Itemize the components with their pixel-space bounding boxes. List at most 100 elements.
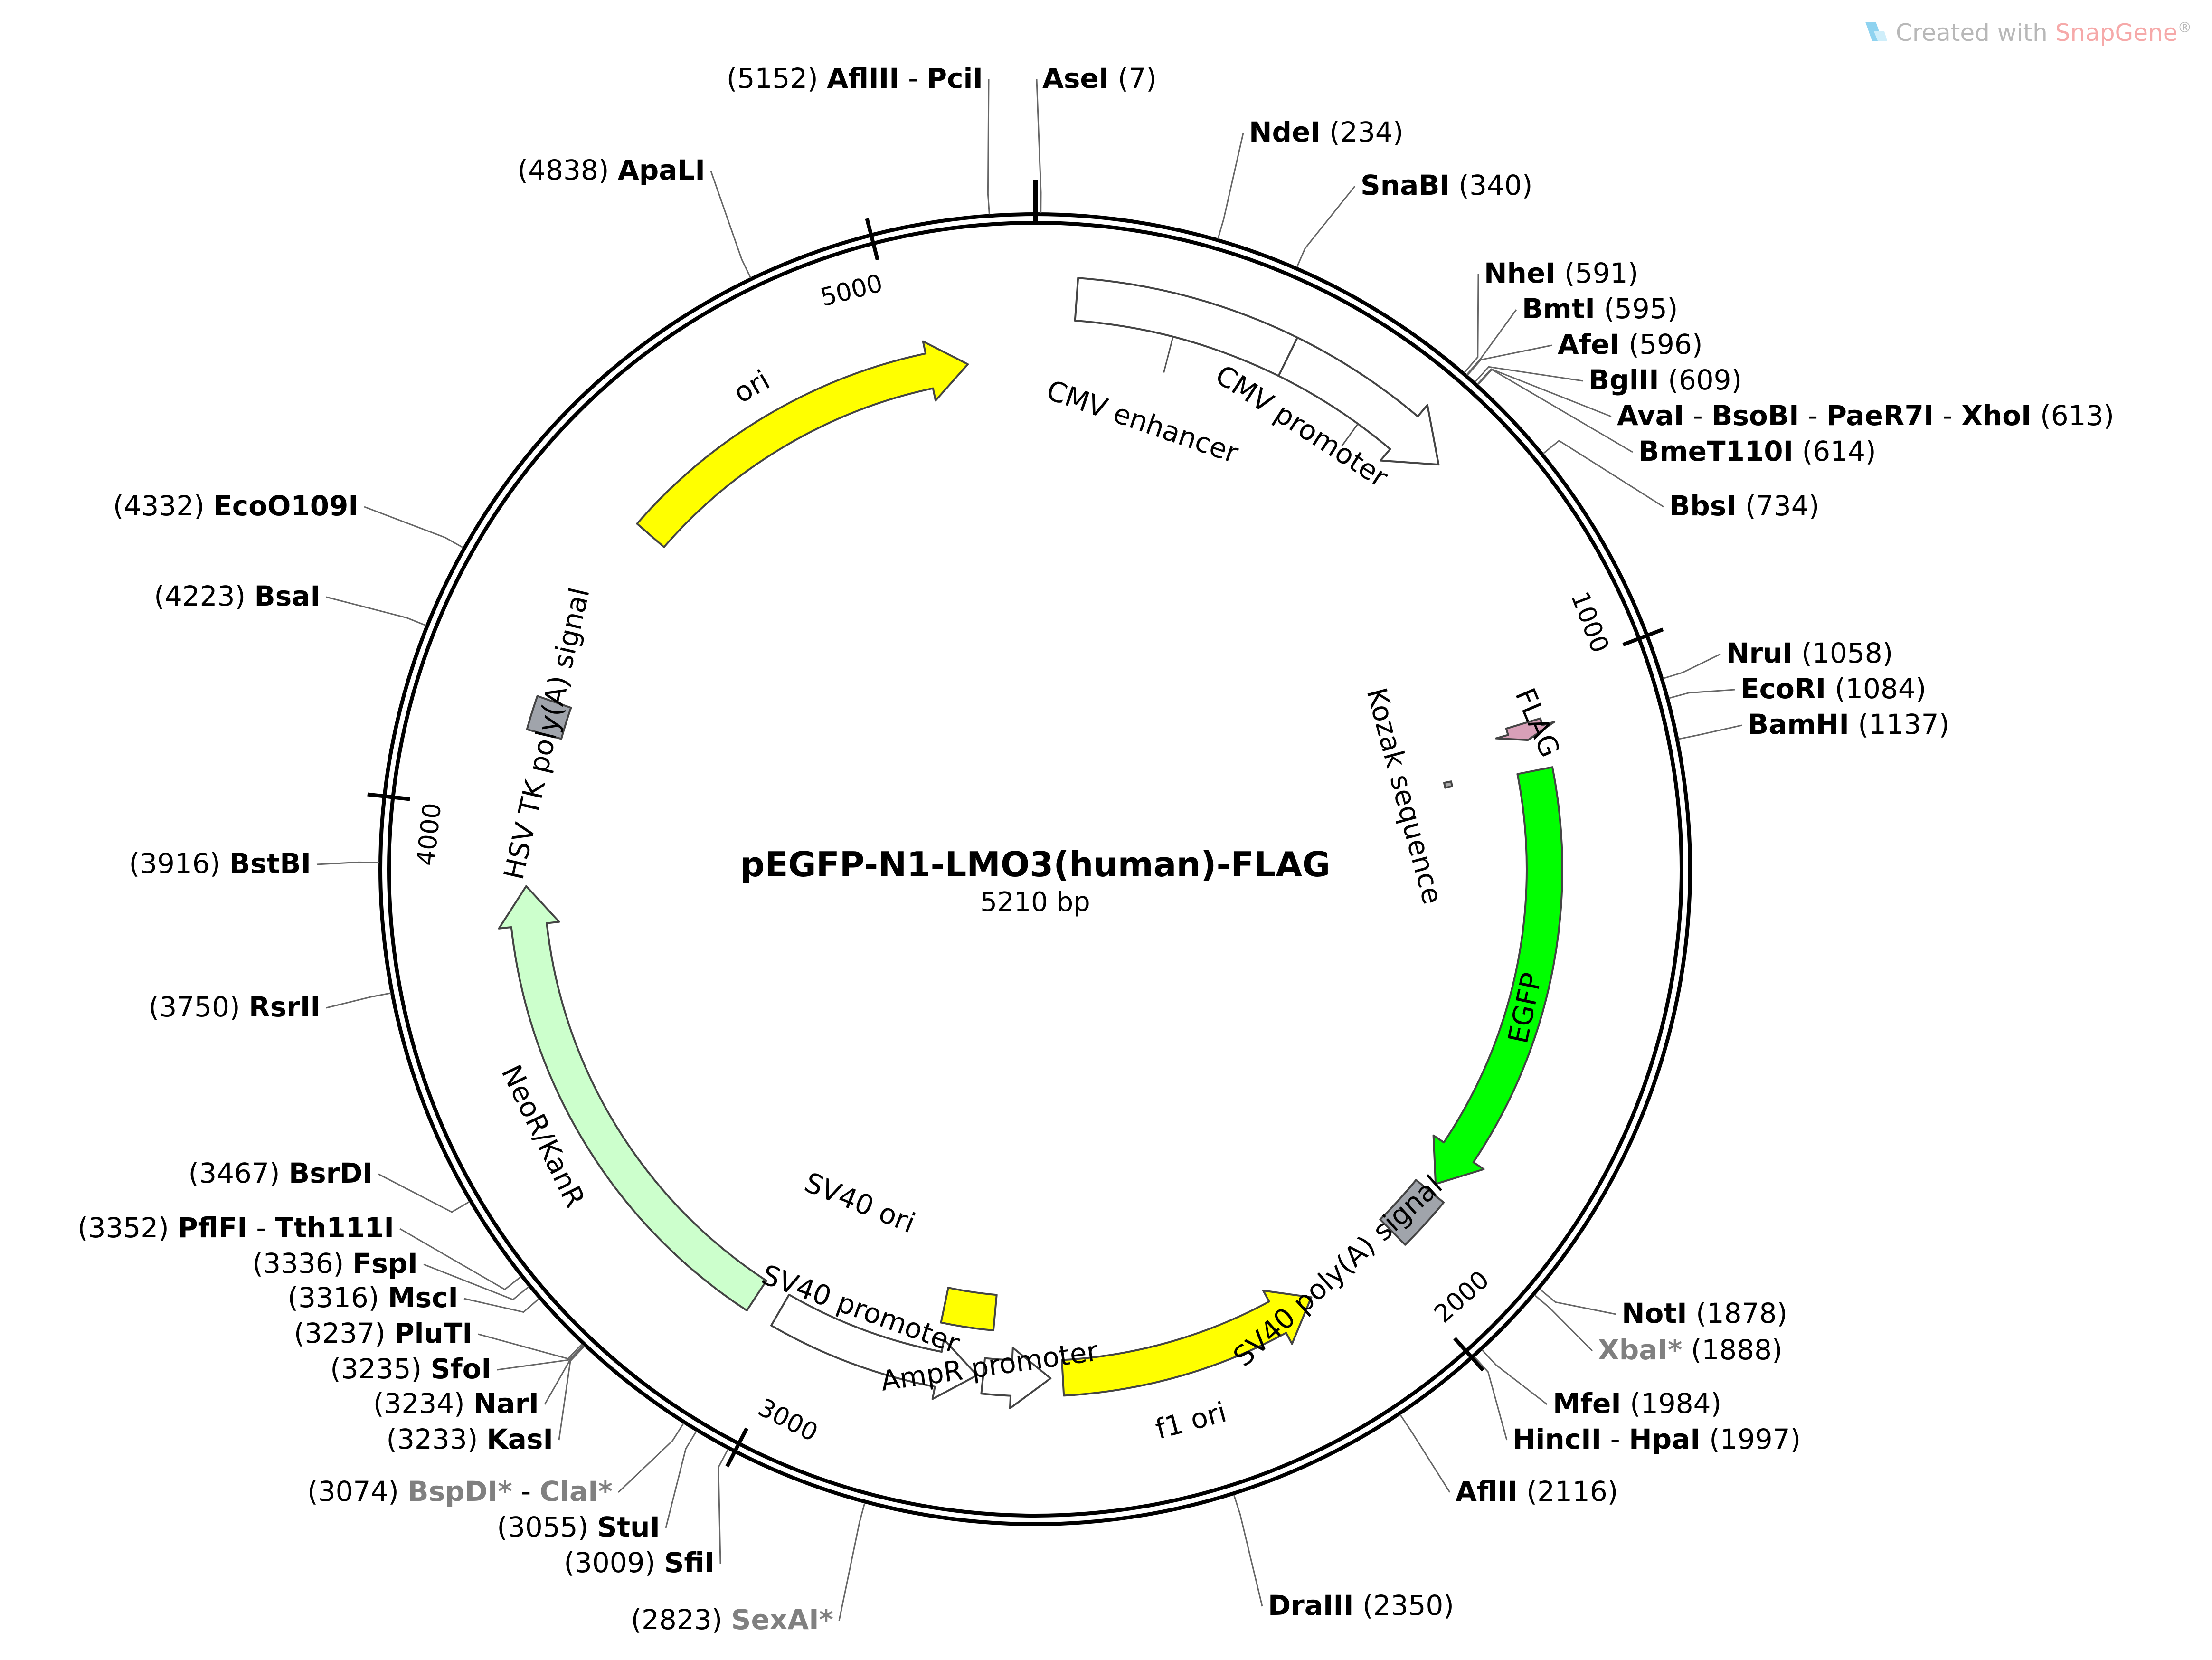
- site-leader-line: [378, 1173, 470, 1213]
- neor-kanr-arrow: [498, 885, 767, 1312]
- site-bspdi-clai: (3074) BspDI* - ClaI*: [307, 1475, 613, 1508]
- site-leader-line: [326, 992, 391, 1009]
- site-draiii: DraIII (2350): [1268, 1589, 1454, 1622]
- site-kasi: (3233) KasI: [387, 1423, 554, 1455]
- label-flag: FLAG: [1509, 683, 1566, 762]
- label-sv40-ori: SV40 ori: [800, 1166, 920, 1240]
- site-leader-line: [1296, 186, 1356, 268]
- site-afei: AfeI (596): [1558, 328, 1702, 360]
- site-leader-line: [1663, 653, 1721, 679]
- label-kozak: Kozak sequence: [1360, 684, 1449, 908]
- site-avai-bsobi-paer7i-xhoi: AvaI - BsoBI - PaeR7I - XhoI (613): [1617, 399, 2114, 432]
- site-leader-line: [1476, 368, 1612, 417]
- site-leader-line: [1464, 274, 1479, 373]
- label-sv40-polya: SV40 poly(A) signal: [1227, 1169, 1448, 1373]
- site-leader-line: [1399, 1414, 1451, 1493]
- label-hsv-tk: HSV TK poly(A) signal: [497, 585, 596, 882]
- site-rsrii: (3750) RsrII: [149, 991, 321, 1023]
- site-ecori: EcoRI (1084): [1740, 673, 1926, 705]
- cmv-arrow: [1074, 277, 1440, 466]
- site-leader-line: [1668, 689, 1735, 699]
- site-mfei: MfeI (1984): [1553, 1387, 1721, 1420]
- site-leader-line: [544, 1345, 585, 1405]
- cmv-promoter-leader: [1341, 423, 1359, 447]
- cmv-enhancer-leader: [1163, 336, 1174, 373]
- sv40-polya-box: [1379, 1179, 1445, 1246]
- tick-mark-4000: [367, 792, 410, 801]
- site-leader-line: [1233, 1494, 1263, 1607]
- site-aflii: AflII (2116): [1456, 1475, 1618, 1508]
- ori-arrow: [636, 340, 969, 548]
- site-stui: (3055) StuI: [497, 1511, 660, 1543]
- site-hincii-hpai: HincII - HpaI (1997): [1512, 1423, 1801, 1455]
- ampr-promoter-arrow: [980, 1347, 1052, 1409]
- site-leader-line: [1475, 366, 1583, 383]
- site-apali: (4838) ApaLI: [518, 154, 705, 186]
- site-leader-line: [1678, 724, 1742, 740]
- site-leader-line: [1481, 1349, 1548, 1405]
- site-xbai: XbaI* (1888): [1598, 1334, 1783, 1366]
- site-leader-line: [1477, 369, 1633, 453]
- label-ori: ori: [728, 364, 775, 410]
- cmv-divider: [1277, 337, 1298, 377]
- site-leader-line: [1466, 309, 1517, 375]
- tick-label-3000: 3000: [754, 1393, 822, 1447]
- sv40-promoter-arrow: [770, 1293, 978, 1400]
- feature-layer: [498, 277, 1563, 1409]
- hsv-tk-polya-box: [526, 695, 572, 740]
- site-asei: AseI (7): [1042, 62, 1157, 95]
- snapgene-logo-icon: [1865, 22, 1887, 41]
- site-ndei: NdeI (234): [1249, 116, 1403, 148]
- tick-mark-2000: [1453, 1337, 1485, 1372]
- site-leader-line: [1466, 344, 1552, 376]
- tick-label-5000: 5000: [818, 269, 886, 312]
- site-leader-line: [1474, 1356, 1508, 1441]
- site-ecoo109i: (4332) EcoO109I: [113, 490, 359, 522]
- plasmid-backbone: [378, 180, 1692, 1526]
- site-leader-line: [1542, 439, 1664, 508]
- tick-label-1000: 1000: [1565, 588, 1614, 657]
- site-bsrdi: (3467) BsrDI: [189, 1157, 373, 1189]
- site-leader-line: [326, 596, 426, 626]
- label-cmv-enhancer: CMV enhancer: [1042, 374, 1242, 470]
- kozak-box: [1443, 780, 1453, 789]
- site-sexai: (2823) SexAI*: [631, 1603, 833, 1636]
- site-leader-line: [399, 1228, 521, 1290]
- site-sfoi: (3235) SfoI: [330, 1353, 492, 1385]
- site-fspi: (3336) FspI: [252, 1247, 418, 1280]
- tick-label-4000: 4000: [412, 802, 447, 867]
- site-leader-line: [364, 506, 463, 549]
- label-egfp: EGFP: [1502, 970, 1548, 1046]
- site-msci: (3316) MscI: [287, 1281, 458, 1314]
- f1-ori-arrow: [1061, 1290, 1313, 1397]
- site-leader-layer: [316, 79, 1742, 1621]
- site-bmet110i: BmeT110I (614): [1638, 435, 1876, 467]
- site-leader-line: [987, 79, 990, 215]
- site-leader-line: [838, 1503, 866, 1621]
- tick-label-2000: 2000: [1429, 1265, 1495, 1328]
- site-leader-line: [1539, 1288, 1616, 1315]
- site-bbsi: BbsI (734): [1669, 490, 1819, 522]
- site-leader-line: [617, 1423, 684, 1493]
- site-snabi: SnaBI (340): [1361, 169, 1532, 201]
- label-f1-ori: f1 ori: [1152, 1396, 1230, 1446]
- egfp-arrow: [1432, 766, 1563, 1185]
- site-noti: NotI (1878): [1622, 1297, 1787, 1329]
- site-bmti: BmtI (595): [1522, 293, 1678, 325]
- site-leader-line: [1534, 1294, 1593, 1352]
- site-leader-line: [316, 861, 379, 865]
- site-leader-line: [710, 171, 751, 278]
- site-leader-line: [1036, 79, 1042, 213]
- site-leader-line: [665, 1431, 697, 1528]
- site-leader-line: [463, 1298, 539, 1313]
- site-pluti: (3237) PluTI: [294, 1317, 473, 1349]
- snapgene-watermark: Created with SnapGene®: [1865, 19, 2192, 47]
- site-leader-line: [718, 1449, 729, 1564]
- watermark-text: Created with SnapGene®: [1896, 19, 2192, 47]
- tick-layer: 1000 2000 3000 4000 5000: [367, 218, 1664, 1468]
- tick-mark-5000: [865, 218, 879, 261]
- site-nari: (3234) NarI: [373, 1387, 539, 1420]
- tick-mark-1000: [1622, 627, 1664, 647]
